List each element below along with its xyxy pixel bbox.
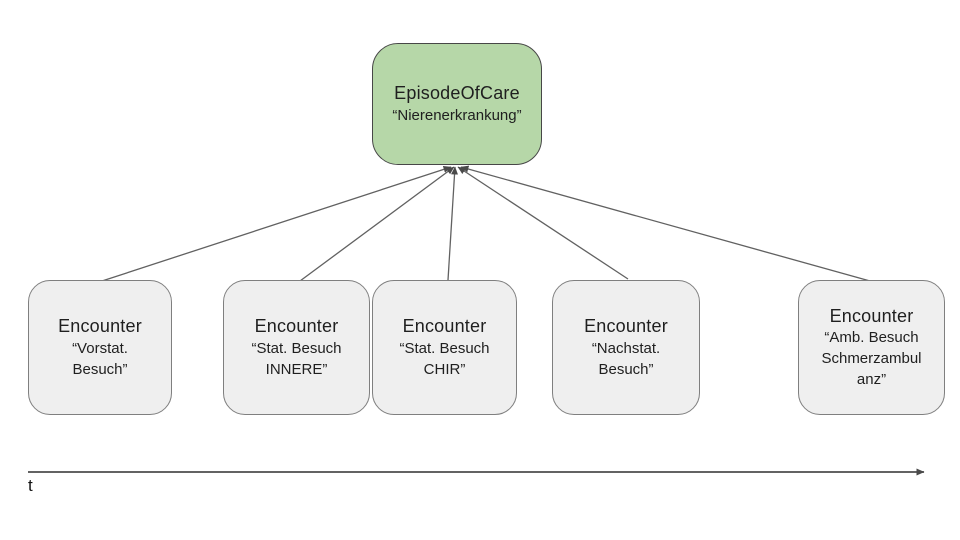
- encounter-subtitle: “Amb. Besuch Schmerzambulanz”: [821, 329, 922, 389]
- encounter-node-amb-schmerzambulanz: Encounter “Amb. Besuch Schmerzambulanz”: [798, 280, 945, 415]
- encounter-title: Encounter: [402, 316, 487, 337]
- encounter-subtitle: “Vorstat. Besuch”: [72, 339, 128, 378]
- encounter-subtitle: “Stat. Besuch CHIR”: [399, 339, 490, 378]
- connector-line-encounter-2: [299, 166, 455, 282]
- encounter-subtitle: “Nachstat. Besuch”: [591, 339, 661, 378]
- connector-line-encounter-4: [457, 166, 629, 280]
- timeline-label: t: [28, 476, 33, 495]
- encounter-subtitle: “Stat. Besuch INNERE”: [251, 339, 342, 378]
- encounter-node-stat-innere: Encounter “Stat. Besuch INNERE”: [223, 280, 370, 415]
- encounter-node-nachstat: Encounter “Nachstat. Besuch”: [552, 280, 700, 415]
- episode-title: EpisodeOfCare: [394, 83, 520, 104]
- connector-line-encounter-1: [101, 166, 452, 282]
- connector-line-encounter-3: [447, 166, 459, 281]
- encounter-title: Encounter: [254, 316, 339, 337]
- encounter-title: Encounter: [58, 316, 142, 337]
- episode-subtitle: “Nierenerkrankung”: [392, 106, 522, 124]
- episode-of-care-node: EpisodeOfCare “Nierenerkrankung”: [372, 43, 542, 165]
- encounter-node-vorstat: Encounter “Vorstat. Besuch”: [28, 280, 172, 415]
- encounter-title: Encounter: [584, 316, 668, 337]
- encounter-node-stat-chir: Encounter “Stat. Besuch CHIR”: [372, 280, 517, 415]
- connector-line-encounter-5: [460, 165, 871, 282]
- encounter-title: Encounter: [829, 305, 914, 326]
